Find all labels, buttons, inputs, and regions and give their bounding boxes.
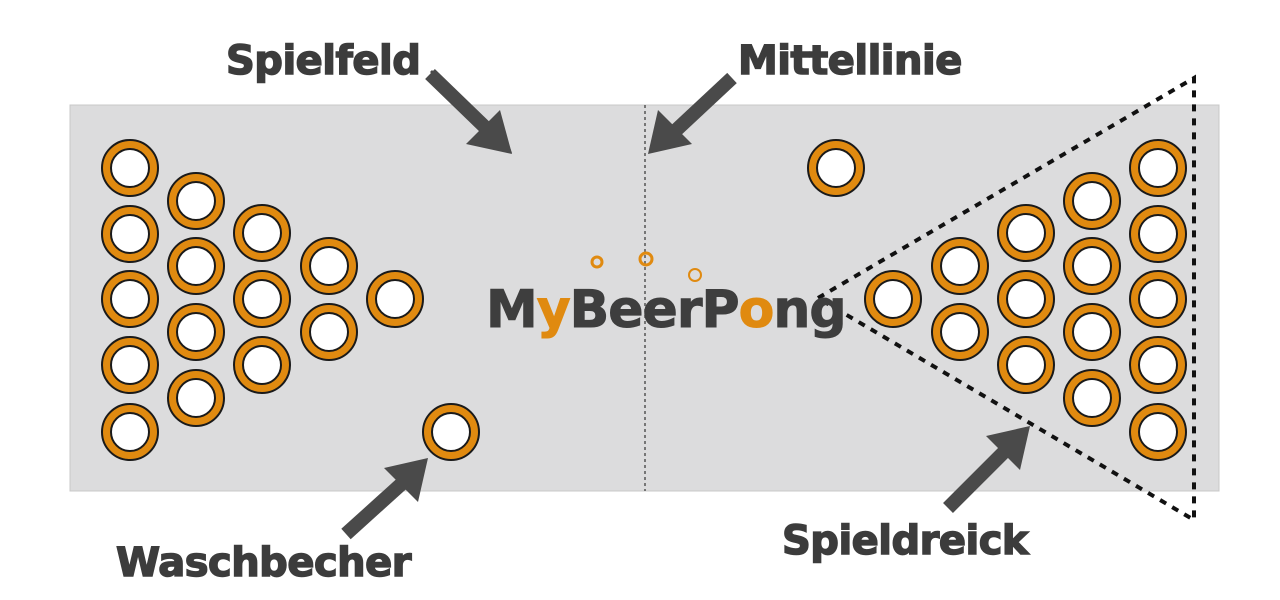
cup-icon (1063, 237, 1121, 295)
arrow-icon (667, 72, 737, 140)
cup-icon (101, 139, 159, 197)
cup-icon (864, 270, 922, 328)
cup-icon (1063, 303, 1121, 361)
arrow-icon (425, 68, 495, 138)
logo-bubble-icon (590, 255, 604, 269)
label-game-triangle: Spieldreick (781, 517, 1029, 565)
logo-text: ng (773, 280, 847, 341)
cup-icon (1129, 403, 1187, 461)
wash-cups (422, 139, 865, 461)
arrow-icon (943, 443, 1013, 513)
cup-icon (422, 403, 480, 461)
cup-icon (167, 172, 225, 230)
cup-icon (1063, 369, 1121, 427)
cup-icon (101, 205, 159, 263)
cup-icon (1063, 172, 1121, 230)
logo-text: y (536, 280, 571, 341)
arrow-head-icon (466, 110, 512, 154)
cup-icon (997, 270, 1055, 328)
label-wash-cup: Waschbecher (115, 539, 412, 587)
cup-icon (997, 204, 1055, 262)
cup-icon (931, 303, 989, 361)
arrow-head-icon (384, 458, 428, 502)
cup-icon (1129, 139, 1187, 197)
mybeerpong-logo: MyBeerPong (486, 280, 848, 341)
cup-icon (300, 303, 358, 361)
cup-icon (997, 336, 1055, 394)
cup-formation-left (101, 139, 424, 461)
cup-icon (233, 270, 291, 328)
arrow-head-icon (648, 110, 692, 154)
cup-icon (300, 237, 358, 295)
cup-icon (167, 303, 225, 361)
cup-formation-right (864, 139, 1187, 461)
logo-text: M (486, 280, 539, 341)
cup-icon (1129, 205, 1187, 263)
cup-icon (101, 336, 159, 394)
logo-bubble-icon (688, 268, 702, 282)
cup-icon (807, 139, 865, 197)
logo-bubble-icon (638, 251, 654, 267)
cup-icon (167, 369, 225, 427)
cup-icon (366, 270, 424, 328)
game-triangle (814, 74, 1196, 524)
label-center-line: Mittellinie (737, 37, 963, 85)
cup-icon (233, 204, 291, 262)
cup-icon (167, 237, 225, 295)
cup-icon (101, 270, 159, 328)
arrow-icon (341, 472, 413, 540)
label-playing-field: Spielfeld (225, 37, 421, 85)
cup-icon (101, 403, 159, 461)
logo-text: o (738, 280, 775, 341)
cup-icon (931, 237, 989, 295)
arrow-head-icon (986, 426, 1030, 470)
cup-icon (1129, 270, 1187, 328)
cup-icon (233, 336, 291, 394)
logo-text: BeerP (569, 280, 740, 341)
cup-icon (1129, 336, 1187, 394)
